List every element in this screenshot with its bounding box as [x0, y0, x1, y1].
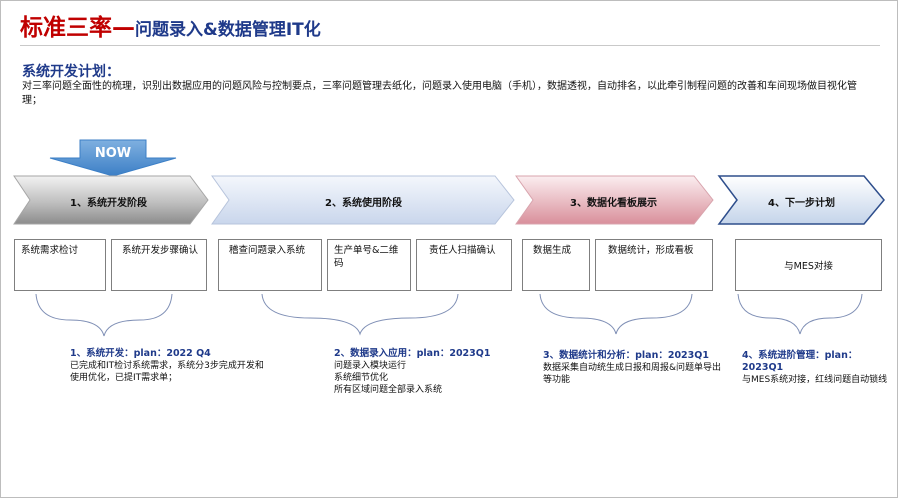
bracket-3 [539, 293, 693, 335]
task-box: 系统需求检讨 [14, 239, 106, 291]
title-sub: 问题录入&数据管理IT化 [135, 20, 321, 40]
plan-note-1: 1、系统开发：plan：2022 Q4 已完成和IT检讨系统需求，系统分3步完成… [70, 348, 265, 384]
plan-heading: 4、系统进阶管理：plan：2023Q1 [742, 350, 858, 373]
task-label: 责任人扫描确认 [429, 245, 496, 256]
task-box: 责任人扫描确认 [416, 239, 512, 291]
phase-4-chevron [717, 175, 885, 225]
slide-title: 标准三率—问题录入&数据管理IT化 [20, 8, 321, 42]
plan-heading: 3、数据统计和分析：plan：2023Q1 [543, 350, 709, 361]
task-label: 系统开发步骤确认 [122, 245, 199, 256]
title-divider [20, 45, 880, 46]
task-box: 生产单号&二维码 [327, 239, 411, 291]
plan-heading: 1、系统开发：plan：2022 Q4 [70, 348, 211, 359]
task-box: 数据生成 [522, 239, 590, 291]
task-label: 与MES对接 [784, 261, 833, 272]
plan-note-3: 3、数据统计和分析：plan：2023Q1 数据采集自动统生成日报和周报&问题单… [543, 350, 723, 386]
plan-line: 问题录入模块运行 [334, 361, 407, 371]
bracket-1 [35, 293, 173, 337]
phase-4-label: 4、下一步计划 [768, 198, 835, 209]
task-box: 稽查问题录入系统 [218, 239, 322, 291]
title-dash: — [112, 15, 135, 41]
task-label: 稽查问题录入系统 [229, 245, 306, 256]
phase-2-label: 2、系统使用阶段 [325, 198, 402, 209]
plan-note-4: 4、系统进阶管理：plan：2023Q1 与MES系统对接，红线问题自动锁线 [742, 350, 892, 386]
bracket-2 [261, 293, 459, 336]
now-label: NOW [94, 146, 132, 161]
plan-line: 已完成和IT检讨系统需求，系统分3步完成开发和使用优化，已提IT需求单； [70, 361, 264, 383]
task-box: 数据统计，形成看板 [595, 239, 713, 291]
task-label: 数据生成 [533, 245, 572, 256]
section-heading: 系统开发计划： [22, 64, 120, 80]
plan-note-2: 2、数据录入应用：plan：2023Q1 问题录入模块运行 系统细节优化 所有区… [334, 348, 524, 396]
phase-2-chevron [211, 175, 515, 225]
task-label: 生产单号&二维码 [334, 245, 399, 269]
bracket-4 [737, 293, 863, 335]
plan-line: 数据采集自动统生成日报和周报&问题单导出等功能 [543, 363, 722, 385]
task-box: 系统开发步骤确认 [111, 239, 207, 291]
phase-3-chevron [515, 175, 714, 225]
task-label: 数据统计，形成看板 [608, 245, 694, 256]
plan-line: 系统细节优化 [334, 373, 389, 383]
plan-line: 所有区域问题全部录入系统 [334, 385, 443, 395]
plan-heading: 2、数据录入应用：plan：2023Q1 [334, 348, 491, 359]
task-label: 系统需求检讨 [21, 245, 79, 256]
task-box: 与MES对接 [735, 239, 882, 291]
phase-1-chevron [13, 175, 209, 225]
section-intro: 对三率问题全面性的梳理，识别出数据应用的问题风险与控制要点，三率问题管理去纸化，… [22, 81, 857, 106]
now-arrow [49, 139, 177, 177]
phase-1-label: 1、系统开发阶段 [70, 198, 147, 209]
plan-line: 与MES系统对接，红线问题自动锁线 [742, 375, 888, 385]
title-main: 标准三率 [20, 15, 112, 41]
phase-3-label: 3、数据化看板展示 [570, 198, 657, 209]
